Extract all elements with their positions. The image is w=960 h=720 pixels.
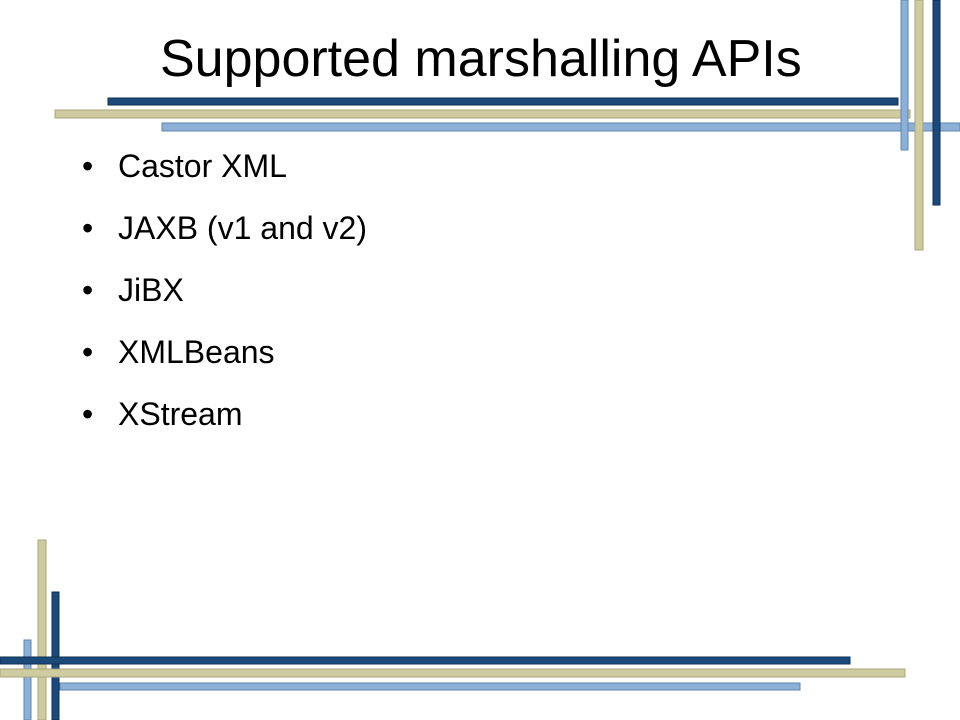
- top-khaki-horizontal: [54, 109, 911, 119]
- left-khaki-vertical: [37, 539, 47, 720]
- bullet-text: XStream: [118, 396, 243, 432]
- bottom-khaki-horizontal: [0, 668, 906, 678]
- left-navy-vertical: [51, 591, 60, 720]
- bullet-item: • JAXB (v1 and v2): [82, 210, 367, 272]
- bullet-dot-icon: •: [82, 396, 94, 432]
- bullet-item: • Castor XML: [82, 148, 367, 210]
- right-khaki-vertical: [914, 0, 924, 251]
- bullet-list: • Castor XML • JAXB (v1 and v2) • JiBX •…: [82, 148, 367, 458]
- bottom-left-lines: [0, 539, 906, 720]
- bullet-text: XMLBeans: [118, 334, 275, 370]
- bullet-item: • XStream: [82, 396, 367, 458]
- bullet-dot-icon: •: [82, 148, 94, 184]
- bullet-dot-icon: •: [82, 210, 94, 246]
- bullet-item: • XMLBeans: [82, 334, 367, 396]
- bullet-dot-icon: •: [82, 272, 94, 308]
- right-navy-vertical: [932, 0, 941, 206]
- bullet-dot-icon: •: [82, 334, 94, 370]
- bullet-text: JiBX: [118, 272, 184, 308]
- top-right-lines: [54, 0, 960, 251]
- bullet-text: Castor XML: [118, 148, 287, 184]
- slide-title: Supported marshalling APIs: [160, 30, 802, 88]
- top-navy-horizontal: [107, 97, 899, 106]
- bullet-text: JAXB (v1 and v2): [118, 210, 367, 246]
- right-lightblue-vertical: [900, 0, 909, 151]
- bottom-navy-horizontal: [0, 656, 851, 665]
- bottom-lightblue-horizontal: [59, 682, 801, 691]
- left-lightblue-vertical: [23, 639, 32, 720]
- bullet-item: • JiBX: [82, 272, 367, 334]
- top-lightblue-horizontal: [161, 122, 960, 132]
